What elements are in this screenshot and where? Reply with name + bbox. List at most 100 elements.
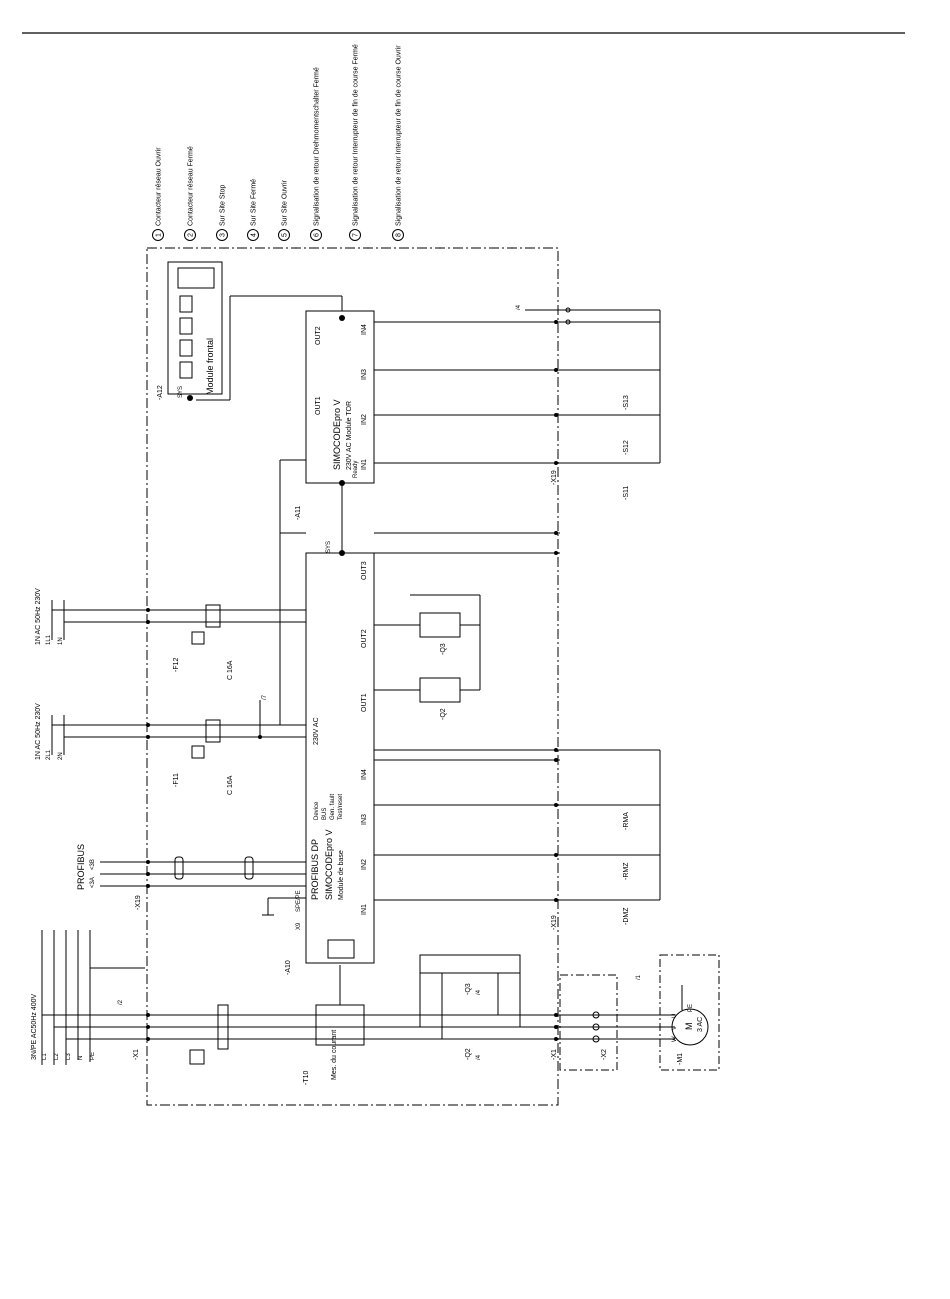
base-in2: IN2 (361, 859, 368, 870)
base-in3: IN3 (361, 814, 368, 825)
legend-number: 4 (251, 233, 258, 237)
legend-number: 1 (156, 233, 163, 237)
base-pins: SPE/PE (296, 890, 302, 912)
base-out1: OUT1 (361, 693, 368, 712)
tdr-out2: OUT2 (315, 326, 322, 345)
legend-number: 3 (220, 233, 227, 237)
q3-page: /4 (476, 989, 482, 995)
legend-item: 7 Signalisation de retour Interrupteur d… (349, 44, 361, 241)
terminal-x19-profibus: -X19 (135, 895, 142, 910)
profibus-pin-b: <3B (90, 859, 96, 870)
q2-coil-ref: -Q2 (440, 708, 447, 720)
base-module-ref: -A10 (285, 960, 292, 975)
base-led-gen-fault: Gen. fault (330, 794, 336, 820)
base-out2: OUT2 (361, 629, 368, 648)
f11-rating: C 16A (227, 775, 234, 795)
terminal-x1-left: -X1 (133, 1049, 140, 1060)
legend-number: 2 (188, 233, 195, 237)
tdr-out1: OUT1 (315, 396, 322, 415)
legend-text: Sur Site Ouvrir (282, 179, 289, 226)
legend-text: Contacteur réseau Ouvrir (156, 147, 163, 226)
aux2-supply-label: 1N AC 50Hz 230V (35, 703, 42, 760)
motor-pin-pe: PE (688, 1004, 694, 1012)
tdr-ready-label: Ready (353, 461, 359, 478)
legend-item: 5 Sur Site Ouvrir (278, 179, 290, 241)
supply-line-l1: L1 (42, 1053, 48, 1060)
switch-s13: -S13 (623, 395, 630, 410)
f12-rating: C 16A (227, 660, 234, 680)
f11-ref: -F11 (173, 773, 180, 787)
legend-item: 4 Sur Site Fermé (247, 179, 259, 241)
aux2-line-n: 2N (58, 752, 64, 760)
aux1-line-n: 1N (58, 637, 64, 645)
base-led-device: Device (314, 801, 320, 820)
legend-text: Sur Site Fermé (251, 179, 258, 226)
terminal-x19-upper: -X19 (551, 470, 558, 485)
base-led-test-reset: Test/reset (338, 794, 344, 820)
tdr-in1: IN1 (361, 459, 368, 470)
base-led-bus: BUS (322, 808, 328, 820)
f12-ref: -F12 (173, 658, 180, 673)
feedback-dmz: -DMZ (623, 907, 630, 925)
terminal-x1-right: -X1 (551, 1049, 558, 1060)
tdr-module-ref: -A11 (295, 506, 302, 520)
motor-phase: 3 AC (697, 1017, 704, 1032)
q2-page: /4 (476, 1054, 482, 1060)
motor-pin-v: V (672, 1026, 678, 1030)
q3-coil-ref: -Q3 (440, 643, 447, 655)
q3-power-ref: -Q3 (465, 983, 472, 995)
base-bus-label: PROFIBUS DP (310, 839, 320, 900)
main-supply-label: 3N/PE AC50Hz 400V (31, 994, 38, 1060)
crossref-7: /7 (262, 694, 268, 700)
switch-s12: -S12 (623, 440, 630, 455)
tdr-module-title: SIMOCODEpro V (332, 399, 342, 470)
crossref-2: /2 (118, 999, 124, 1005)
current-sensor-title: Mes. du courant (331, 1030, 338, 1080)
current-sensor-ref: -T10 (303, 1071, 310, 1086)
q2-power-ref: -Q2 (465, 1048, 472, 1060)
motor-pin-u: U (672, 1014, 678, 1018)
crossref-4: /4 (516, 304, 522, 310)
legend-item: 6 Signalisation de retour Drehmomentscha… (310, 67, 322, 241)
aux1-line-l1: 1L1 (46, 634, 52, 645)
base-sys-port: SYS (326, 541, 332, 553)
feedback-rma: -RMA (623, 812, 630, 830)
supply-line-n: N (78, 1056, 84, 1060)
legend-number: 5 (282, 233, 289, 237)
front-module-ref: -A12 (157, 385, 164, 400)
profibus-label: PROFIBUS (76, 844, 86, 890)
supply-line-l3: L3 (66, 1053, 72, 1060)
tdr-in3: IN3 (361, 369, 368, 380)
aux1-supply-label: 1N AC 50Hz 230V (35, 588, 42, 645)
legend-number: 7 (353, 233, 360, 237)
switch-s11: -S11 (623, 486, 630, 500)
legend-item: 3 Sur Site Stop (216, 185, 228, 241)
tdr-in4: IN4 (361, 324, 368, 335)
terminal-x19-lower: -X19 (551, 915, 558, 930)
motor-type: M (684, 1023, 694, 1031)
feedback-rmz: -RMZ (623, 862, 630, 880)
motor-pin-w: W (672, 1036, 678, 1042)
front-module-port: SYS (178, 386, 184, 398)
crossref-1: /1 (636, 974, 642, 980)
legend-item: 8 Signalisation de retour Interrupteur d… (392, 45, 404, 241)
legend-item: 1 Contacteur réseau Ouvrir (152, 147, 164, 241)
base-in1: IN1 (361, 904, 368, 915)
legend-text: Signalisation de retour Drehmomentschalt… (314, 67, 321, 226)
tdr-in2: IN2 (361, 414, 368, 425)
base-supply-label: 230V AC (313, 717, 320, 745)
base-out3: OUT3 (361, 561, 368, 580)
legend-number: 8 (396, 233, 403, 237)
motor-ref: -M1 (677, 1053, 684, 1065)
legend-text: Signalisation de retour Interrupteur de … (396, 45, 403, 226)
legend-text: Signalisation de retour Interrupteur de … (353, 44, 360, 226)
tdr-module-subtitle: 230V AC Module TOR (346, 401, 353, 470)
front-module-title: Module frontal (205, 338, 215, 395)
terminal-x2: -X2 (601, 1049, 608, 1060)
base-in4: IN4 (361, 769, 368, 780)
legend-text: Contacteur réseau Fermé (188, 146, 195, 226)
legend-number: 6 (314, 233, 321, 237)
base-connector: X9 (296, 922, 302, 930)
legend-item: 2 Contacteur réseau Fermé (184, 146, 196, 241)
